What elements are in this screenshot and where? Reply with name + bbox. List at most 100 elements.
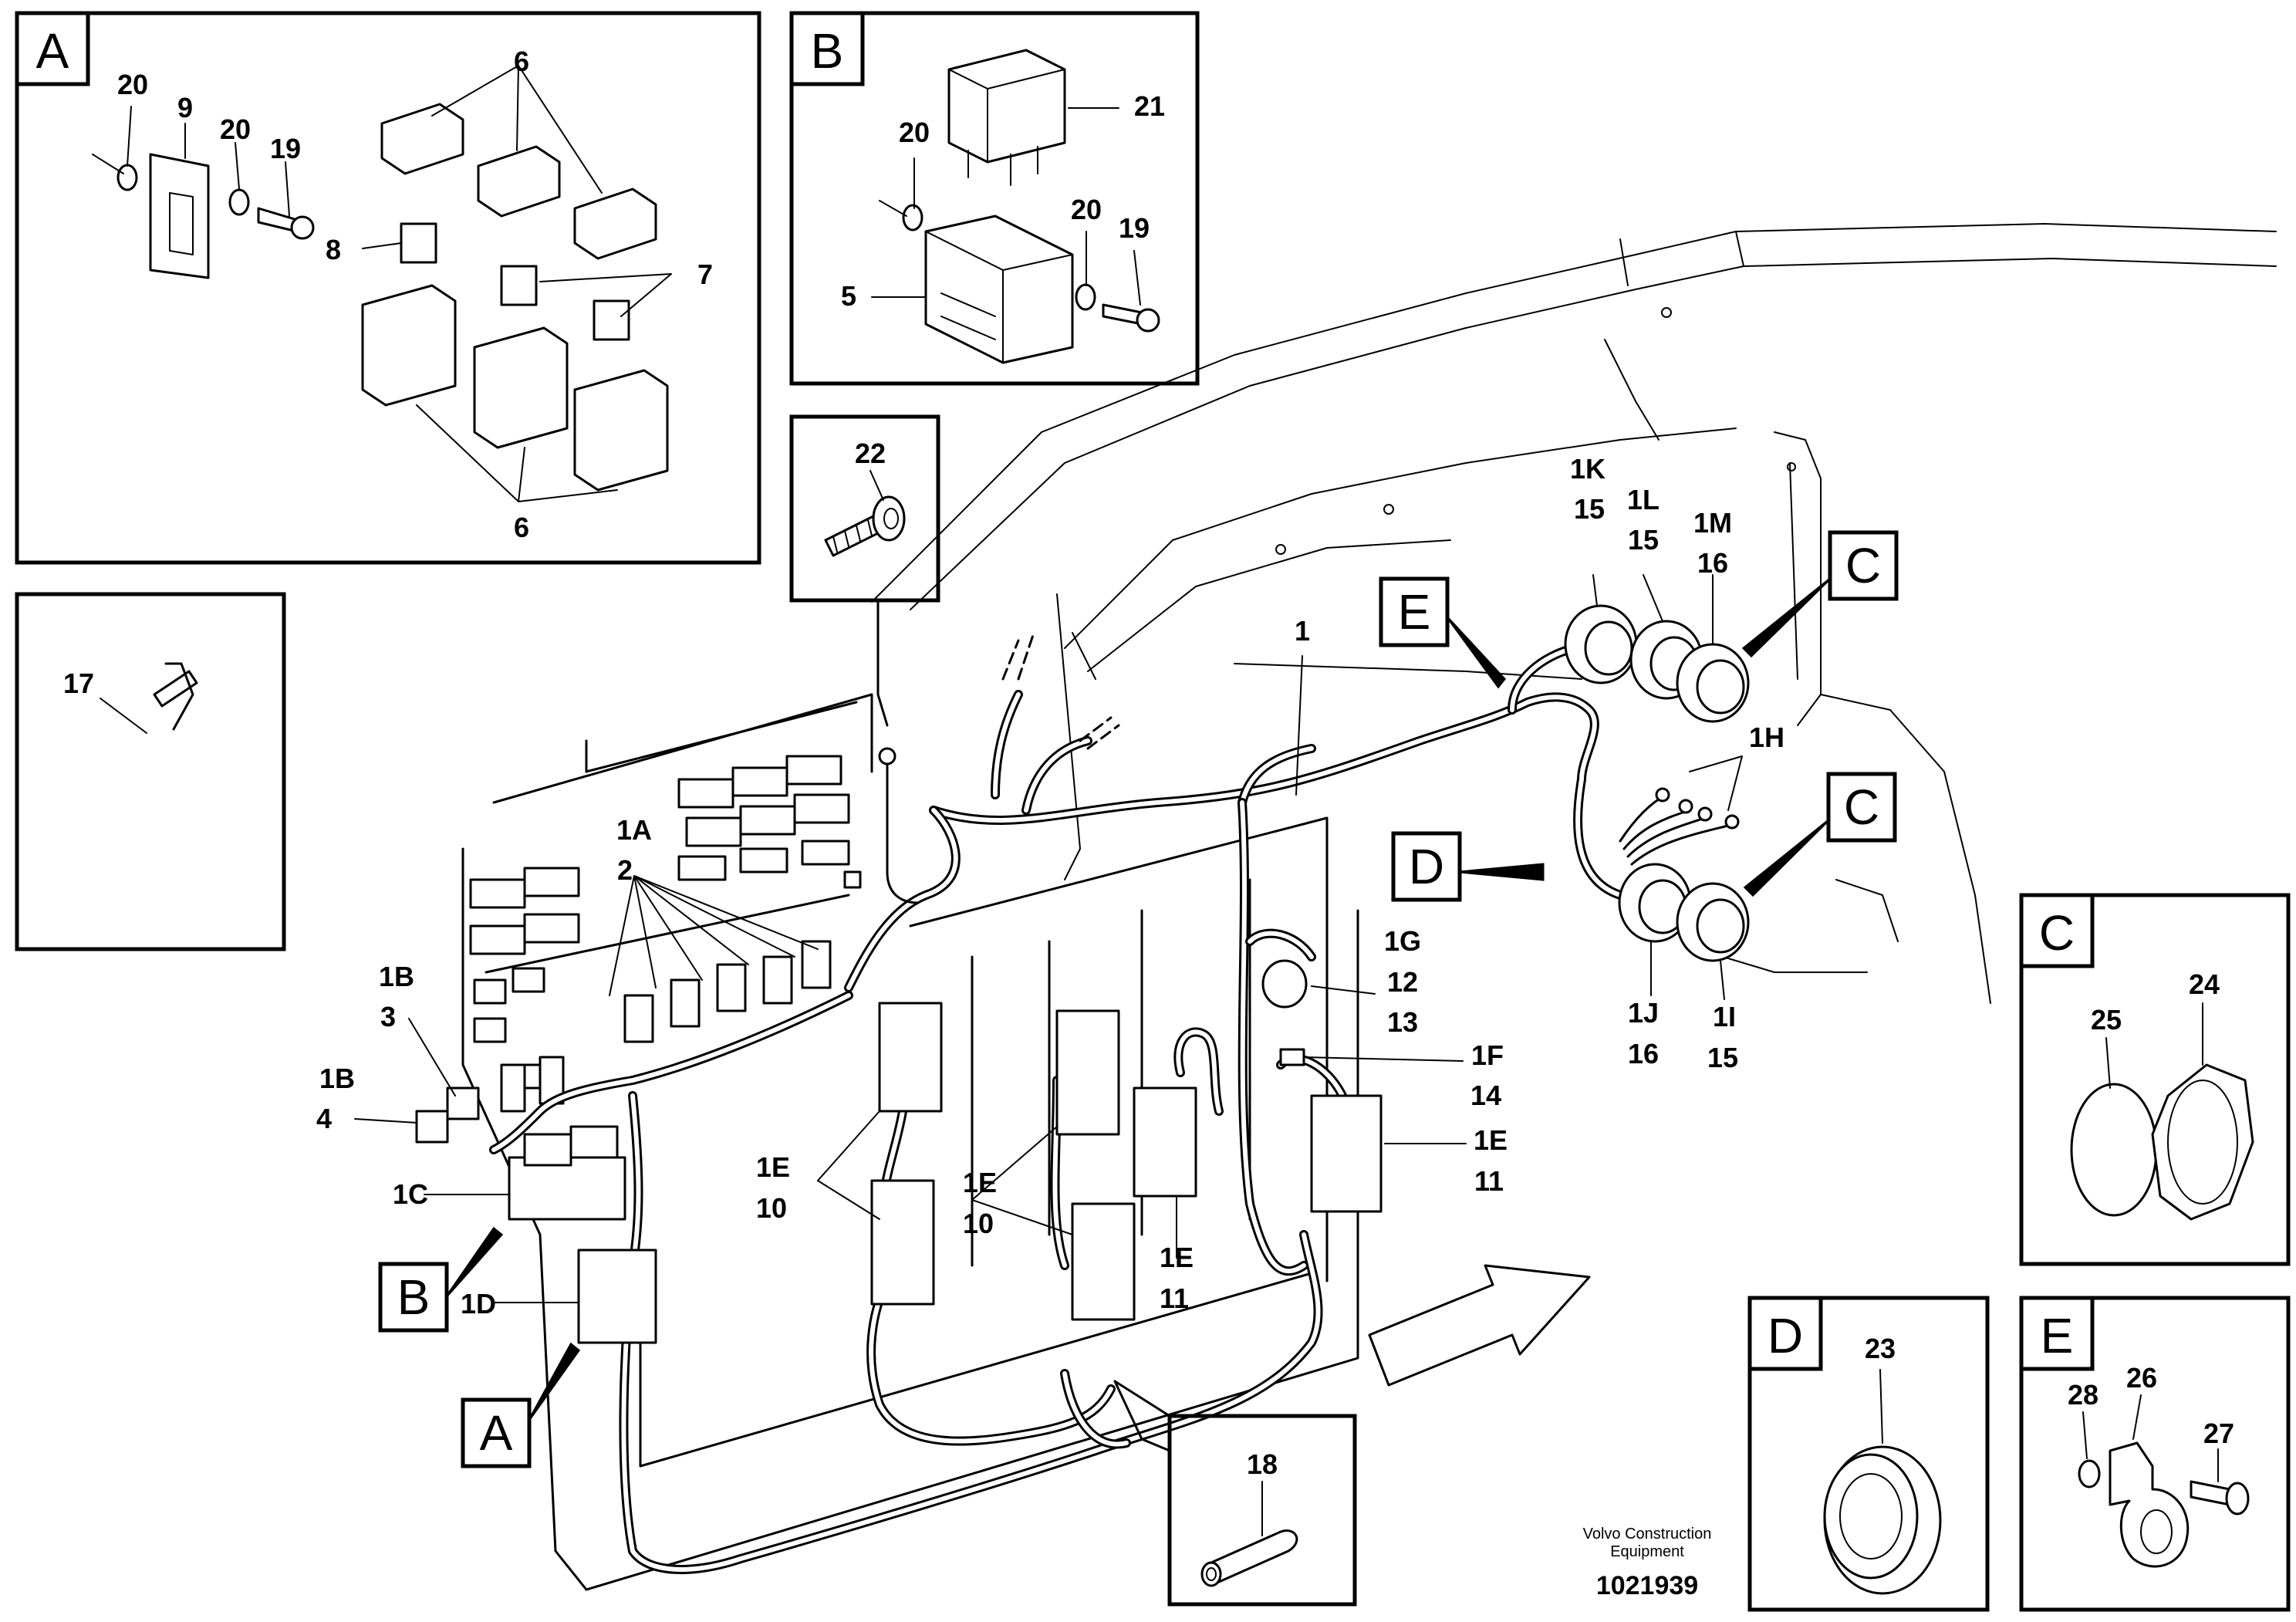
cable-tie-icon	[69, 662, 198, 908]
harness-components	[415, 870, 1383, 1344]
detail-letter-d: D	[1768, 1308, 1803, 1363]
callout-5: 5	[841, 280, 856, 312]
callout-24: 24	[2189, 968, 2220, 1000]
label-1F: 1F	[1471, 1039, 1504, 1071]
callout-27: 27	[2203, 1418, 2234, 1449]
flow-arrow-icon	[1368, 1264, 1591, 1387]
reference-number: 1021939	[1596, 1571, 1698, 1600]
connector-1G	[1261, 959, 1308, 1009]
connector-row-1A	[500, 940, 832, 1113]
detail-box-cable-tie: 17	[15, 592, 286, 951]
label-4: 4	[316, 1103, 332, 1134]
label-11-c: 11	[1160, 1282, 1189, 1314]
label-1E-a: 1E	[756, 1151, 790, 1183]
callout-28: 28	[2068, 1379, 2098, 1411]
detail-box-b: B 21 20 20 19 5	[789, 11, 1200, 386]
o-ring-icon	[2070, 1083, 2158, 1217]
callout-letter-c: C	[1844, 779, 1879, 835]
label-1B-4: 1B	[319, 1063, 355, 1094]
panel-relays	[469, 755, 850, 1090]
relay-1E-a	[878, 1002, 943, 1113]
detail-box-c: C 25 24	[2019, 893, 2291, 1266]
label-1B-3: 1B	[379, 961, 414, 992]
label-15-L: 15	[1628, 524, 1659, 556]
callout-25: 25	[2091, 1004, 2122, 1036]
label-16-J: 16	[1628, 1038, 1659, 1070]
label-1C: 1C	[393, 1178, 428, 1210]
washer-icon	[2078, 1459, 2101, 1489]
callout-letter-b: B	[397, 1269, 430, 1325]
relay-1E-b	[870, 1179, 935, 1306]
fuse-cover-icon	[477, 145, 561, 218]
fuse-cover-icon	[573, 188, 657, 260]
label-1K: 1K	[1570, 453, 1606, 485]
label-14: 14	[1470, 1080, 1501, 1111]
electrical-panel	[461, 693, 1359, 1591]
label-2: 2	[617, 854, 633, 886]
label-1L: 1L	[1627, 484, 1660, 515]
fuse-icon	[400, 222, 437, 264]
callout-7: 7	[697, 259, 713, 290]
grommet-1I	[1676, 882, 1750, 962]
main-leaders	[354, 574, 1743, 1303]
fuse-holder-icon	[149, 153, 210, 279]
washer-icon	[116, 164, 138, 191]
label-1E-b: 1E	[963, 1167, 997, 1198]
label-1E-c: 1E	[1160, 1242, 1194, 1273]
callout-20: 20	[117, 69, 148, 100]
detail-letter-a: A	[36, 23, 69, 79]
relay-icon	[947, 49, 1066, 164]
callout-20: 20	[899, 117, 930, 148]
screw-icon	[2190, 1480, 2231, 1506]
label-1D: 1D	[461, 1288, 496, 1320]
fuse-base-icon	[573, 369, 669, 492]
label-1A: 1A	[616, 814, 652, 846]
grommet-1M	[1676, 643, 1750, 723]
detail-box-a: A 20 9 20 19 6 8 7 6	[15, 11, 761, 565]
label-15-I: 15	[1707, 1042, 1738, 1073]
callout-8: 8	[326, 234, 341, 265]
fuse-icon	[593, 299, 630, 341]
callout-19: 19	[270, 133, 301, 164]
nut-icon	[2151, 1063, 2254, 1221]
relay-1E-f	[1310, 1094, 1383, 1213]
grommet-1J	[1618, 863, 1692, 943]
connector-1B-3	[446, 1086, 480, 1120]
screw-icon	[824, 495, 906, 557]
detail-box-d: D 23	[1747, 1296, 1990, 1612]
label-13: 13	[1387, 1006, 1418, 1038]
label-16-M: 16	[1697, 547, 1728, 579]
label-1J: 1J	[1628, 997, 1659, 1029]
callout-21: 21	[1134, 90, 1165, 122]
label-3: 3	[380, 1001, 396, 1032]
callout-letter-a: A	[480, 1405, 513, 1461]
detail-box-screw: 22	[789, 414, 940, 727]
fuse-cover-icon	[380, 103, 464, 175]
connector-1D	[577, 1249, 657, 1344]
relay-1E-e	[1133, 1086, 1197, 1198]
relay-1E-c	[1055, 1009, 1120, 1136]
detail-letter-e: E	[2041, 1308, 2074, 1363]
fuse-base-icon	[361, 284, 457, 407]
relay-block-1C	[508, 1156, 626, 1221]
label-1M: 1M	[1693, 507, 1732, 539]
washer-icon	[228, 188, 250, 216]
label-15-K: 15	[1574, 493, 1605, 525]
callout-26: 26	[2126, 1362, 2157, 1394]
grommet-icon	[1823, 1445, 1942, 1595]
cab-outline	[871, 223, 2277, 1004]
connector-1B-4	[415, 1110, 449, 1144]
letter-callouts: B A E D C C	[378, 530, 1899, 1468]
label-1E-d: 1E	[1474, 1124, 1508, 1156]
callout-6: 6	[514, 46, 529, 77]
screw-icon	[1102, 303, 1143, 326]
callout-20: 20	[220, 113, 251, 145]
label-1I: 1I	[1713, 1001, 1736, 1032]
detail-box-e: E 28 26 27	[2019, 1296, 2291, 1612]
callout-19: 19	[1119, 212, 1150, 244]
clamp-icon	[2109, 1441, 2190, 1568]
washer-icon	[902, 204, 923, 231]
label-1H: 1H	[1749, 721, 1784, 753]
label-10-b: 10	[963, 1208, 994, 1239]
label-12: 12	[1387, 966, 1418, 998]
